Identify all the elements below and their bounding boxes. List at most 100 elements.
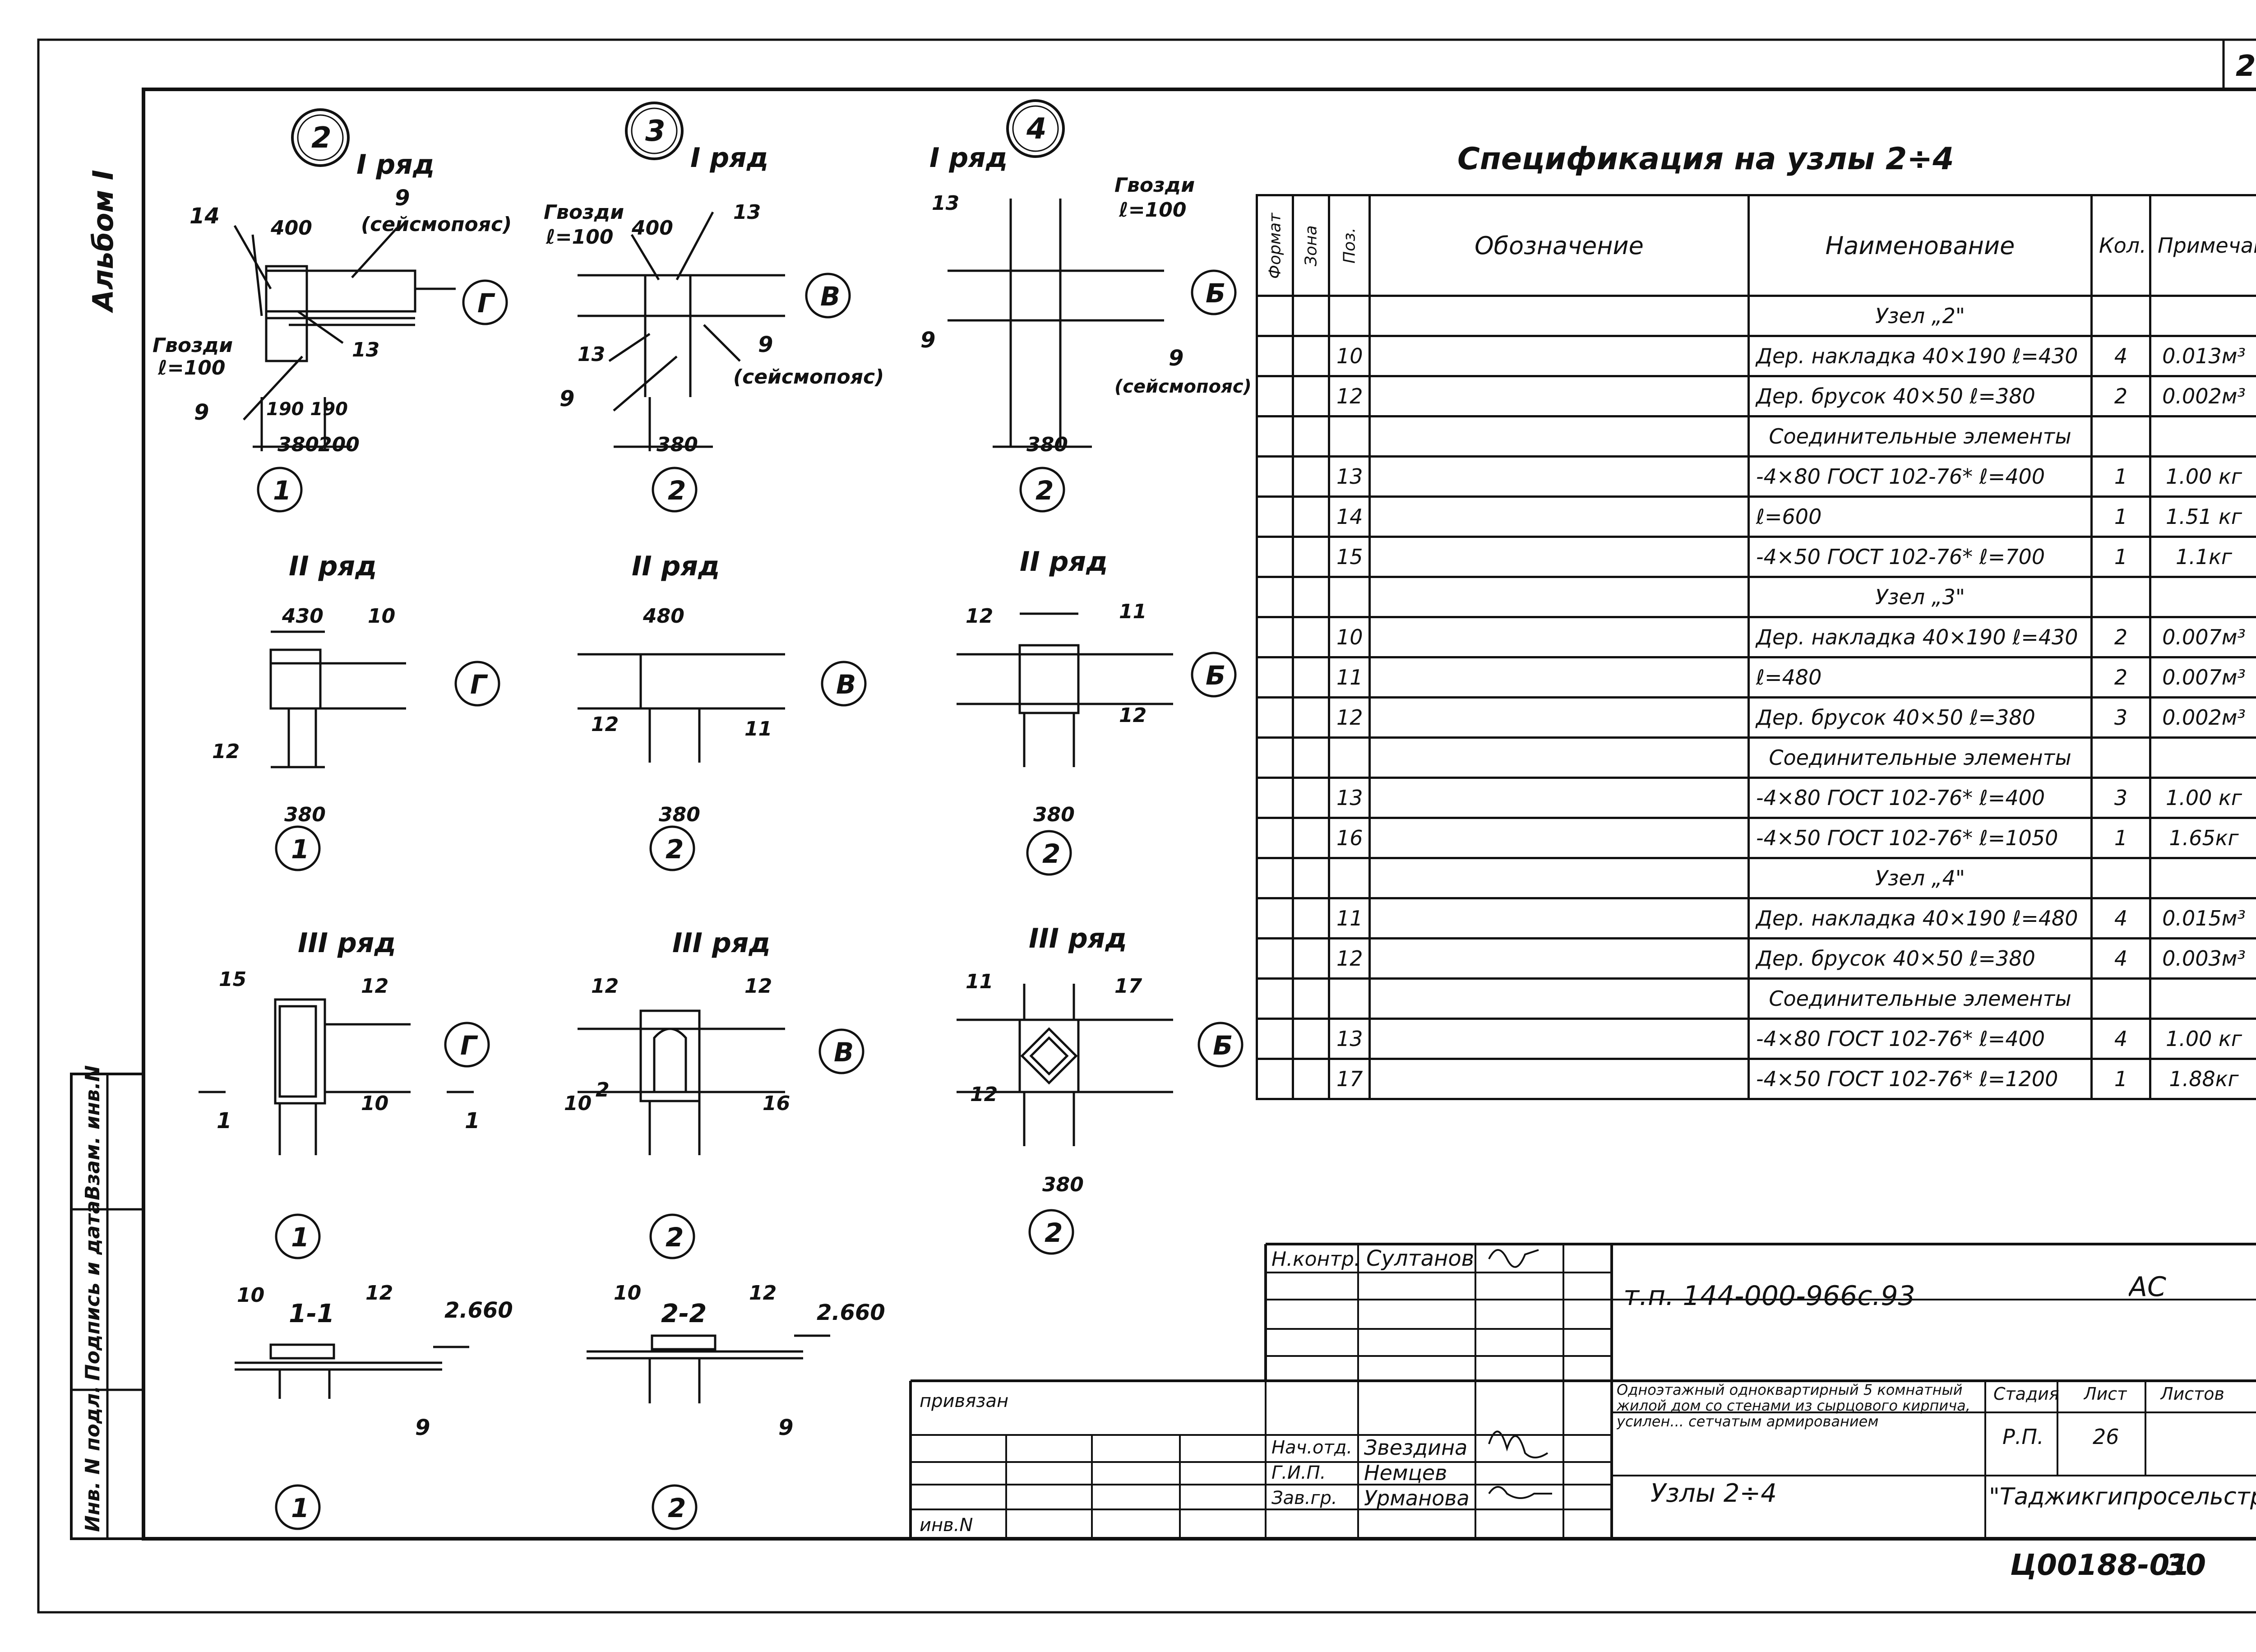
spec-zone-cell (1292, 656, 1330, 699)
label-12-c: 12 (365, 1282, 393, 1305)
spec-qty-cell (2090, 977, 2151, 1020)
spec-zone-cell (1292, 937, 1330, 980)
spec-name-cell: Узел „2" (1747, 295, 2093, 337)
level-2660-a: 2.660 (444, 1298, 513, 1323)
label-380-f: 380 (1033, 803, 1075, 826)
node-3-row1-label: I ряд (690, 142, 768, 174)
label-1-cut-b: 1 (465, 1108, 480, 1134)
axis-2-label-7: 2 (1045, 1217, 1063, 1248)
label-12-g: 12 (749, 1282, 777, 1305)
spec-row: Соединительные элементы (1256, 415, 2256, 458)
spec-format-cell (1256, 295, 1294, 337)
col-qty: Кол. (2090, 194, 2151, 297)
spec-zone-cell (1292, 736, 1330, 779)
node-4-circle (1006, 99, 1065, 158)
gip-label: Г.И.П. (1271, 1462, 1326, 1483)
label-14: 14 (190, 204, 220, 229)
node-2-row1-plan (233, 225, 456, 451)
spec-zone-cell (1292, 1018, 1330, 1060)
node-4-row1-label: I ряд (929, 142, 1008, 174)
label-9-f: 9 (778, 1415, 793, 1440)
label-9-e: 9 (559, 386, 574, 412)
axis-g-label-3: Г (460, 1030, 478, 1061)
label-12-j: 12 (970, 1083, 998, 1106)
spec-qty-cell: 1 (2090, 455, 2151, 498)
spec-name-cell: -4×80 ГОСТ 102-76* ℓ=400 (1747, 1018, 2093, 1060)
gip-name: Немцев (1364, 1461, 1447, 1485)
nach-otd-label: Нач.отд. (1271, 1437, 1353, 1458)
label-12-e: 12 (591, 975, 619, 998)
node-2-circle (291, 108, 350, 167)
n-kontr-label: Н.контр. (1271, 1248, 1360, 1271)
spec-name-cell: Узел „4" (1747, 857, 2093, 899)
label-9-c: 9 (415, 1415, 430, 1440)
spec-format-cell (1256, 857, 1294, 899)
node-2-row3-label: III ряд (298, 927, 396, 959)
spec-name-cell: Соединительные элементы (1747, 415, 2093, 458)
label-11-b: 11 (1119, 600, 1146, 623)
label-12-a: 12 (212, 740, 240, 763)
node-2-row3-plan (199, 998, 474, 1155)
spec-format-cell (1256, 1058, 1294, 1100)
label-16: 16 (763, 1092, 790, 1115)
label-11-c: 11 (966, 970, 993, 993)
axis-b-label-2: Б (1206, 660, 1225, 691)
spec-pos-cell: 12 (1328, 937, 1371, 980)
axis-2-label-5: 2 (1036, 475, 1054, 506)
node-4-row1-plan (948, 199, 1164, 448)
spec-designation-cell (1368, 335, 1750, 377)
label-2-a: 2 (596, 1078, 610, 1101)
privyazan-label: привязан (920, 1391, 1009, 1411)
spec-designation-cell (1368, 455, 1750, 498)
spec-pos-cell: 14 (1328, 495, 1371, 538)
label-12-f: 12 (744, 975, 772, 998)
project-code: т.п. 144-000-966с.93 (1623, 1280, 1915, 1312)
signature-2 (1488, 1430, 1549, 1458)
spec-format-cell (1256, 375, 1294, 417)
node-3-number: 3 (645, 115, 666, 148)
spec-format-cell (1256, 536, 1294, 578)
stadiya-label: Стадия (1993, 1384, 2059, 1404)
axis-2-marker-1 (652, 467, 698, 513)
spec-qty-cell: 1 (2090, 1058, 2151, 1100)
axis-2-marker-5 (1019, 467, 1065, 513)
spec-row: Узел „4" (1256, 857, 2256, 899)
spec-pos-cell: 10 (1328, 616, 1371, 658)
spec-designation-cell (1368, 375, 1750, 417)
label-10-b: 10 (361, 1092, 388, 1115)
section-1-1-label: 1-1 (289, 1299, 334, 1328)
spec-note-cell (2149, 576, 2256, 618)
label-10-a: 10 (368, 605, 395, 628)
node-3-circle (625, 102, 684, 160)
spec-name-cell: -4×80 ГОСТ 102-76* ℓ=400 (1747, 777, 2093, 819)
axis-2-marker-4 (652, 1484, 698, 1530)
strip-label-3: Инв. N подл. (81, 1386, 104, 1532)
spec-designation-cell (1368, 295, 1750, 337)
spec-pos-cell (1328, 576, 1371, 618)
spec-zone-cell (1292, 696, 1330, 739)
spec-format-cell (1256, 495, 1294, 538)
spec-name-cell: -4×50 ГОСТ 102-76* ℓ=1050 (1747, 817, 2093, 859)
axis-2-label-4: 2 (668, 1493, 686, 1523)
axis-b-marker-1 (1191, 269, 1237, 315)
label-11-a: 11 (744, 717, 772, 740)
title-block: Н.контр. Султанов т.п. 144-000-966с.93 А… (911, 1244, 2256, 1539)
spec-qty-cell (2090, 576, 2151, 618)
spec-pos-cell: 13 (1328, 455, 1371, 498)
label-200-a: 200 (318, 433, 360, 456)
section-2-2-label: 2-2 (661, 1299, 707, 1328)
label-190190-a: 190 190 (266, 399, 348, 420)
spec-designation-cell (1368, 495, 1750, 538)
label-10-c: 10 (237, 1284, 264, 1307)
spec-pos-cell (1328, 857, 1371, 899)
spec-zone-cell (1292, 415, 1330, 458)
signature-1 (1488, 1249, 1539, 1268)
spec-note-cell: 1.00 кг (2149, 455, 2256, 498)
spec-qty-cell: 1 (2090, 536, 2151, 578)
